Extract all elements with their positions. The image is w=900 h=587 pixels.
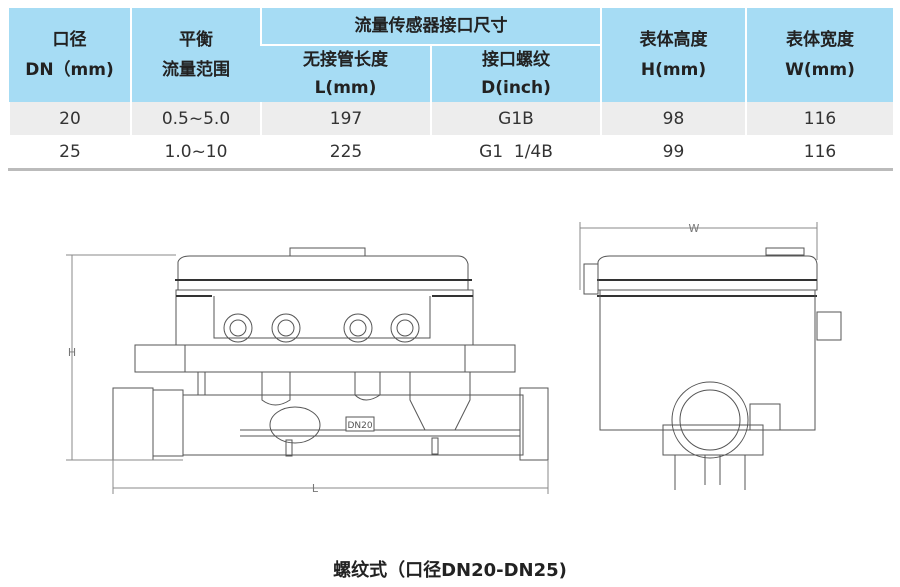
l-label: L xyxy=(312,482,319,495)
cell: 197 xyxy=(260,102,431,135)
cable-glands xyxy=(223,313,420,343)
h-label: H xyxy=(68,346,76,359)
front-view: DN20 xyxy=(112,247,549,461)
cell: 116 xyxy=(745,135,893,171)
caption: 螺纹式（口径DN20-DN25) xyxy=(333,560,567,581)
header-group: 流量传感器接口尺寸 xyxy=(260,8,601,45)
cell: 1.0~10 xyxy=(130,135,261,171)
cell: 99 xyxy=(600,135,746,171)
w-label: W xyxy=(689,222,700,235)
header-flow: 平衡流量范围 xyxy=(130,8,261,102)
cell: G1 1/4B xyxy=(430,135,601,171)
cell: 98 xyxy=(600,102,746,135)
pipe-label: DN20 xyxy=(347,421,372,431)
cell: 0.5~5.0 xyxy=(130,102,261,135)
cell: 116 xyxy=(745,102,893,135)
side-view xyxy=(583,247,842,490)
dimension-lines xyxy=(66,222,818,494)
cell: 25 xyxy=(8,135,131,171)
cell: G1B xyxy=(430,102,601,135)
cell: 225 xyxy=(260,135,431,171)
cell: 20 xyxy=(8,102,131,135)
